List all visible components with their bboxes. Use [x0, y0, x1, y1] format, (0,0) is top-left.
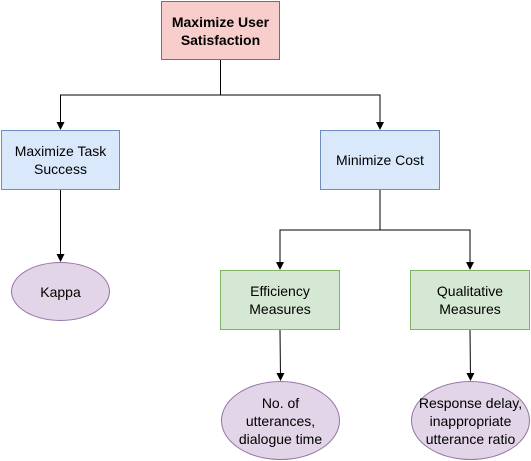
node-cost: Minimize Cost	[320, 130, 440, 190]
node-qualitative-label: Qualitative Measures	[436, 283, 504, 317]
node-utterances: No. of utterances, dialogue time	[221, 381, 340, 460]
edge-root-to-task	[56, 60, 221, 130]
edge-eff-to-util	[276, 329, 285, 381]
node-root-label: Maximize User Satisfaction	[171, 13, 270, 48]
node-response: Response delay, inappropriate utterance …	[411, 381, 530, 460]
node-task-label: Maximize Task Success	[14, 143, 107, 177]
node-kappa-label: Kappa	[40, 283, 81, 300]
node-task: Maximize Task Success	[1, 130, 120, 190]
node-kappa: Kappa	[11, 262, 110, 321]
node-root: Maximize User Satisfaction	[161, 1, 280, 60]
node-efficiency-label: Efficiency Measures	[249, 283, 311, 317]
edge-cost-to-qual	[379, 190, 474, 270]
edge-qual-to-resp	[466, 329, 475, 381]
node-cost-label: Minimize Cost	[336, 152, 424, 168]
node-qualitative: Qualitative Measures	[410, 270, 530, 330]
edge-root-to-cost	[220, 60, 384, 130]
node-utterances-label: No. of utterances, dialogue time	[238, 394, 323, 447]
node-response-label: Response delay, inappropriate utterance …	[418, 394, 523, 447]
node-efficiency: Efficiency Measures	[220, 270, 340, 330]
edge-cost-to-eff	[276, 190, 381, 270]
